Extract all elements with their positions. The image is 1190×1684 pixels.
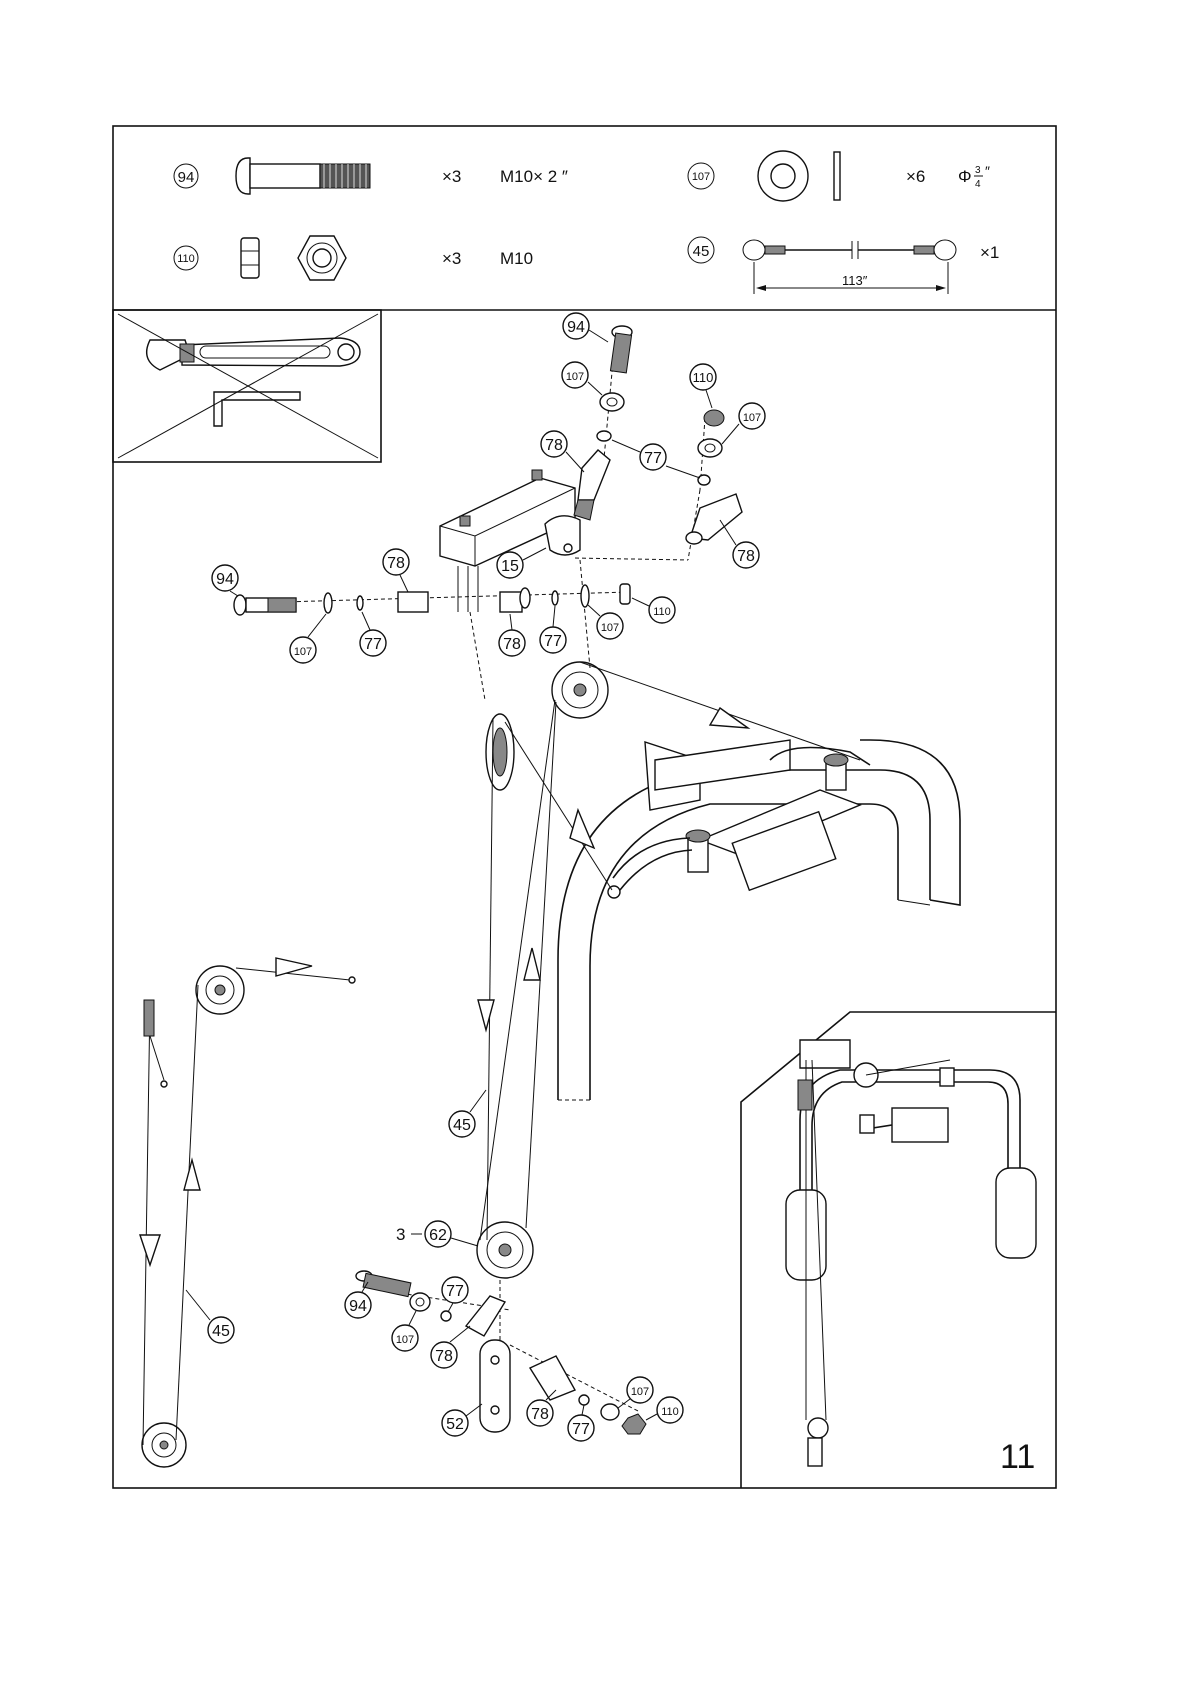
cable-loop-right xyxy=(934,240,956,260)
pulley-center xyxy=(486,714,514,790)
pulley-left-bottom xyxy=(142,1423,186,1467)
nut-side-icon xyxy=(241,238,259,278)
pulley-top xyxy=(552,662,608,718)
svg-text:77: 77 xyxy=(446,1283,464,1300)
callouts: 94 107 110 107 78 77 78 15 xyxy=(186,313,765,1441)
svg-text:107: 107 xyxy=(601,622,619,634)
washer-part-label: 107 xyxy=(692,171,710,183)
hardware-bolt: 94 ×3 M10× 2 ″ xyxy=(174,158,568,194)
hardware-nut: 110 ×3 M10 xyxy=(174,236,533,280)
svg-text:78: 78 xyxy=(503,636,521,653)
allen-key-icon xyxy=(214,392,300,426)
bolt-part-label: 94 xyxy=(178,169,195,186)
svg-text:107: 107 xyxy=(566,371,584,383)
nut-qty: ×3 xyxy=(442,249,461,268)
cable-loop-left xyxy=(743,240,765,260)
callout-mid-spacer-right: 77 xyxy=(540,606,566,653)
callout-top-bolt: 94 xyxy=(563,313,608,342)
wrench-icon xyxy=(147,338,360,370)
svg-text:110: 110 xyxy=(653,606,671,618)
washer-spec-num: 3 xyxy=(975,165,981,176)
step-number: 11 xyxy=(1000,1438,1035,1476)
callout-low-bracket: 52 xyxy=(442,1404,482,1436)
cable-part-label: 45 xyxy=(693,243,710,260)
svg-text:107: 107 xyxy=(743,412,761,424)
pulley-left-top xyxy=(196,966,244,1014)
cable-length: 113″ xyxy=(842,273,868,288)
svg-text:45: 45 xyxy=(453,1117,471,1134)
svg-text:77: 77 xyxy=(364,636,382,653)
bolt-spec: M10× 2 ″ xyxy=(500,167,568,186)
cable-qty: ×1 xyxy=(980,243,999,262)
bench-frame xyxy=(558,740,960,1100)
svg-text:78: 78 xyxy=(531,1406,549,1423)
callout-top-nut: 110 xyxy=(690,364,716,408)
callout-mid-bolt: 94 xyxy=(212,565,238,596)
callout-low-washer: 107 xyxy=(392,1311,418,1351)
svg-text:77: 77 xyxy=(572,1421,590,1438)
pulley-lower xyxy=(477,1222,533,1278)
callout-arm-right: 78 xyxy=(720,520,759,568)
callout-low-spacer-2: 77 xyxy=(568,1405,594,1441)
callout-top-washer-right: 107 xyxy=(722,403,765,444)
callout-spacer-top: 77 xyxy=(612,440,700,478)
svg-text:110: 110 xyxy=(693,370,714,385)
callout-mid-washer-left: 107 xyxy=(290,614,326,663)
bolt-icon xyxy=(236,158,250,194)
svg-text:107: 107 xyxy=(294,646,312,658)
callout-mid-arm-right: 78 xyxy=(499,614,525,656)
nut-spec: M10 xyxy=(500,249,533,268)
bolt-qty: ×3 xyxy=(442,167,461,186)
svg-text:77: 77 xyxy=(644,450,662,467)
svg-text:78: 78 xyxy=(435,1348,453,1365)
svg-text:78: 78 xyxy=(545,437,563,454)
callout-cable-center: 45 xyxy=(449,1090,486,1137)
callout-low-spacer: 77 xyxy=(442,1277,468,1312)
callout-mid-nut: 110 xyxy=(632,597,675,623)
svg-text:78: 78 xyxy=(737,548,755,565)
callout-low-arm: 78 xyxy=(431,1326,470,1368)
washer-spec-prefix: Φ xyxy=(958,167,972,186)
nut-part-label: 110 xyxy=(177,253,195,265)
callout-arm-left: 78 xyxy=(541,431,584,472)
svg-text:15: 15 xyxy=(501,558,519,575)
svg-text:94: 94 xyxy=(349,1298,367,1315)
callout-low-nut: 110 xyxy=(646,1397,683,1423)
svg-text:52: 52 xyxy=(446,1416,464,1433)
svg-text:94: 94 xyxy=(567,319,585,336)
svg-text:110: 110 xyxy=(661,1406,679,1418)
tool-box xyxy=(113,310,381,462)
callout-cable-left: 45 xyxy=(186,1290,234,1343)
washer-qty: ×6 xyxy=(906,167,925,186)
svg-text:62: 62 xyxy=(429,1227,447,1244)
svg-text:45: 45 xyxy=(212,1323,230,1340)
svg-text:78: 78 xyxy=(387,555,405,572)
inset-view xyxy=(741,1012,1056,1488)
svg-text:94: 94 xyxy=(216,571,234,588)
callout-mid-washer-right: 107 xyxy=(588,605,623,639)
washer-spec-den: 4 xyxy=(975,179,981,190)
svg-text:77: 77 xyxy=(544,633,562,650)
top-bracket xyxy=(440,470,580,612)
callout-pulley: 3 62 xyxy=(396,1221,478,1247)
hardware-cable: 45 113″ ×1 xyxy=(688,237,999,294)
svg-text:107: 107 xyxy=(631,1386,649,1398)
svg-text:107: 107 xyxy=(396,1334,414,1346)
callout-top-washer: 107 xyxy=(562,362,602,395)
callout-mid-spacer-left: 77 xyxy=(360,612,386,656)
callout-mid-arm-left: 78 xyxy=(383,549,409,592)
washer-spec-unit: ″ xyxy=(985,163,990,179)
svg-text:3: 3 xyxy=(396,1225,405,1244)
hardware-washer: 107 ×6 Φ 3 4 ″ xyxy=(688,151,990,201)
